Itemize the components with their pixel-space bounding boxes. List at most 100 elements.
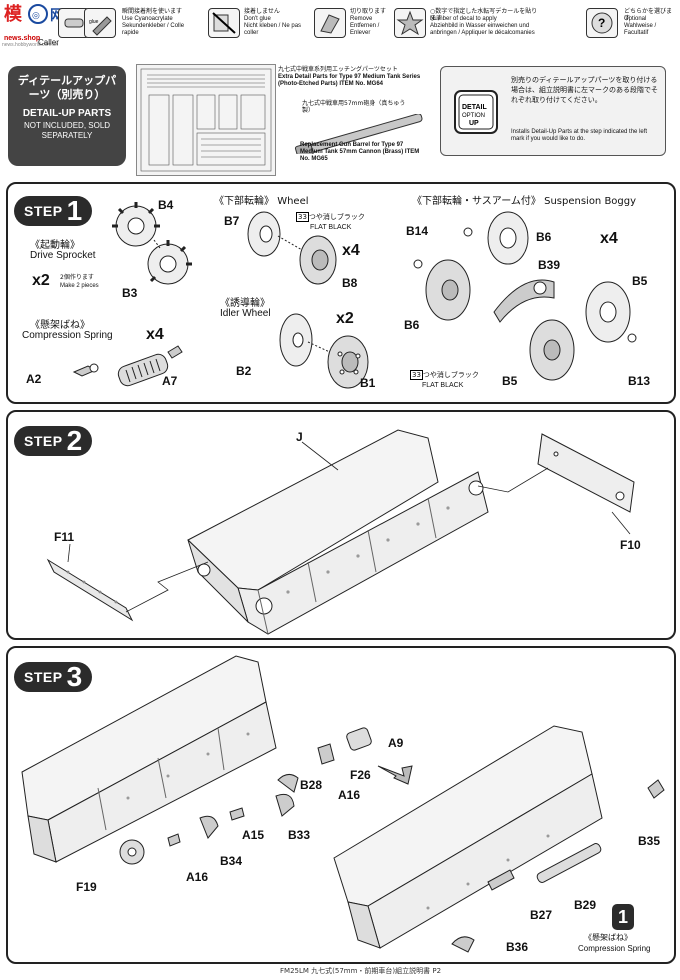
label-b28: B28 [300, 778, 323, 792]
barrel-jp: 九七式中戦車用57mm砲身（真ちゅう製） [302, 100, 406, 114]
wheel-paint-en: FLAT BLACK [310, 224, 352, 231]
legend-remove-jp: 切り取ります [350, 8, 387, 15]
watermark-site: news.hobbyworld.com.cn [2, 42, 59, 48]
label-b6-left: B6 [404, 318, 420, 332]
spring-en: Compression Spring [22, 330, 113, 341]
label-a16-bottom: A16 [186, 870, 209, 884]
label-b33: B33 [288, 828, 311, 842]
legend-optional-en: Optional [624, 16, 647, 22]
road-wheel-b7 [247, 211, 281, 257]
footer-text: FM25LM 九七式(57mm・前期車台)組立説明書 P2 [280, 967, 442, 975]
wheel-title: 《下部転輪》 Wheel [214, 196, 309, 207]
legend-noglue-en: Don't glue [244, 16, 271, 22]
boggy-qty: x4 [600, 230, 618, 247]
boggy-wheel-b5-bottom [529, 319, 575, 381]
svg-text:◎: ◎ [32, 10, 40, 20]
suspension-arm-b39 [493, 279, 555, 323]
decal-star-icon [394, 8, 426, 38]
drive-sprocket-f19 [119, 839, 145, 865]
road-wheel-b8 [299, 235, 337, 285]
drive-sprocket-b3 [147, 240, 192, 285]
part-a15 [229, 807, 245, 821]
legend-glue-jp: 瞬間接着剤を使います [122, 8, 183, 15]
label-b27: B27 [530, 908, 553, 922]
rear-plate-f11 [46, 558, 134, 622]
no-glue-icon [208, 8, 240, 38]
svg-text:DETAIL: DETAIL [462, 104, 487, 111]
direction-arrow [377, 765, 413, 785]
label-b7: B7 [224, 214, 240, 228]
step3-drawing [21, 655, 665, 953]
cap-b14 [463, 227, 473, 237]
svg-text:模: 模 [4, 3, 23, 24]
legend-remove-sub: Entfernen / Enlever [350, 23, 380, 36]
front-plate-f10 [537, 433, 635, 513]
label-b14: B14 [406, 224, 429, 238]
part-a9 [346, 727, 372, 751]
label-a7: A7 [162, 374, 178, 388]
make-en: Make 2 pieces [60, 283, 99, 289]
legend-optional-sub: Wahlweise / Facultatif [624, 23, 657, 36]
label-f11: F11 [54, 530, 75, 544]
part-b34 [199, 815, 219, 839]
legend-bar: Caller glue 瞬間接着剤を使います Use Cyanoacrylate… [38, 4, 676, 48]
hull-tub-j [187, 429, 489, 635]
legend-remove-en: Remove [350, 16, 373, 22]
legend-decal-sub: Abziehbild in Wasser einweichen und anbr… [430, 23, 535, 36]
part-b35 [647, 779, 665, 799]
etched-parts-sheet [136, 64, 276, 176]
label-b6-top: B6 [536, 230, 552, 244]
label-a15: A15 [242, 828, 265, 842]
boggy-wheel-b5-right [585, 281, 631, 343]
step2-drawing [46, 429, 635, 635]
legend-glue-en: Use Cyanoacrylate [122, 16, 173, 22]
label-b4: B4 [158, 198, 174, 212]
ref-jp: 《懸架ばね》 [584, 933, 632, 942]
part-b28 [277, 774, 299, 793]
svg-text:news.shop: news.shop [4, 35, 40, 42]
spring-jp: 《懸架ばね》 [30, 320, 90, 331]
label-b5-right: B5 [632, 274, 648, 288]
label-b1: B1 [360, 376, 376, 390]
boggy-wheel-b6-top [487, 211, 529, 265]
part-a16 [167, 833, 181, 847]
hull-left-view [21, 655, 277, 863]
choice-icon: ? [586, 8, 618, 38]
legend-noglue-jp: 接着しません [244, 8, 280, 15]
svg-text:?: ? [598, 16, 605, 30]
label-j: J [296, 430, 303, 444]
label-b29: B29 [574, 898, 597, 912]
part-f26 [317, 743, 335, 765]
idler-wheel-b1 [327, 335, 369, 389]
detail-up-note: NOT INCLUDED, SOLD SEPARATELY [23, 121, 111, 140]
part-b29 [536, 843, 602, 883]
idler-en: Idler Wheel [220, 308, 271, 319]
label-b8: B8 [342, 276, 358, 290]
part-b27 [487, 869, 515, 891]
label-f26: F26 [350, 768, 371, 782]
ref-en: Compression Spring [578, 944, 651, 953]
label-b39: B39 [538, 258, 561, 272]
label-b35: B35 [638, 834, 661, 848]
barrel-en: Replacement Gun Barrel for Type 97 Mediu… [300, 142, 420, 162]
label-b5-bottom: B5 [502, 374, 518, 388]
legend-decal-en: Number of decal to apply [430, 16, 497, 22]
svg-text:OPTION: OPTION [462, 113, 485, 119]
etched-parts-en: Extra Detail Parts for Type 97 Medium Ta… [278, 74, 421, 87]
detail-up-label-box: ディテールアップパーツ（別売り） DETAIL-UP PARTS NOT INC… [8, 66, 126, 166]
label-a16-top: A16 [338, 788, 361, 802]
sprocket-jp: 《起動輪》 [30, 240, 80, 251]
label-b13: B13 [628, 374, 651, 388]
boggy-paint-en: FLAT BLACK [422, 382, 464, 389]
svg-text:UP: UP [469, 120, 479, 127]
hull-right-view [333, 725, 603, 949]
spring-qty: x4 [146, 326, 164, 343]
watermark-logo: 模 ◎ 网 news.shop [2, 2, 74, 48]
